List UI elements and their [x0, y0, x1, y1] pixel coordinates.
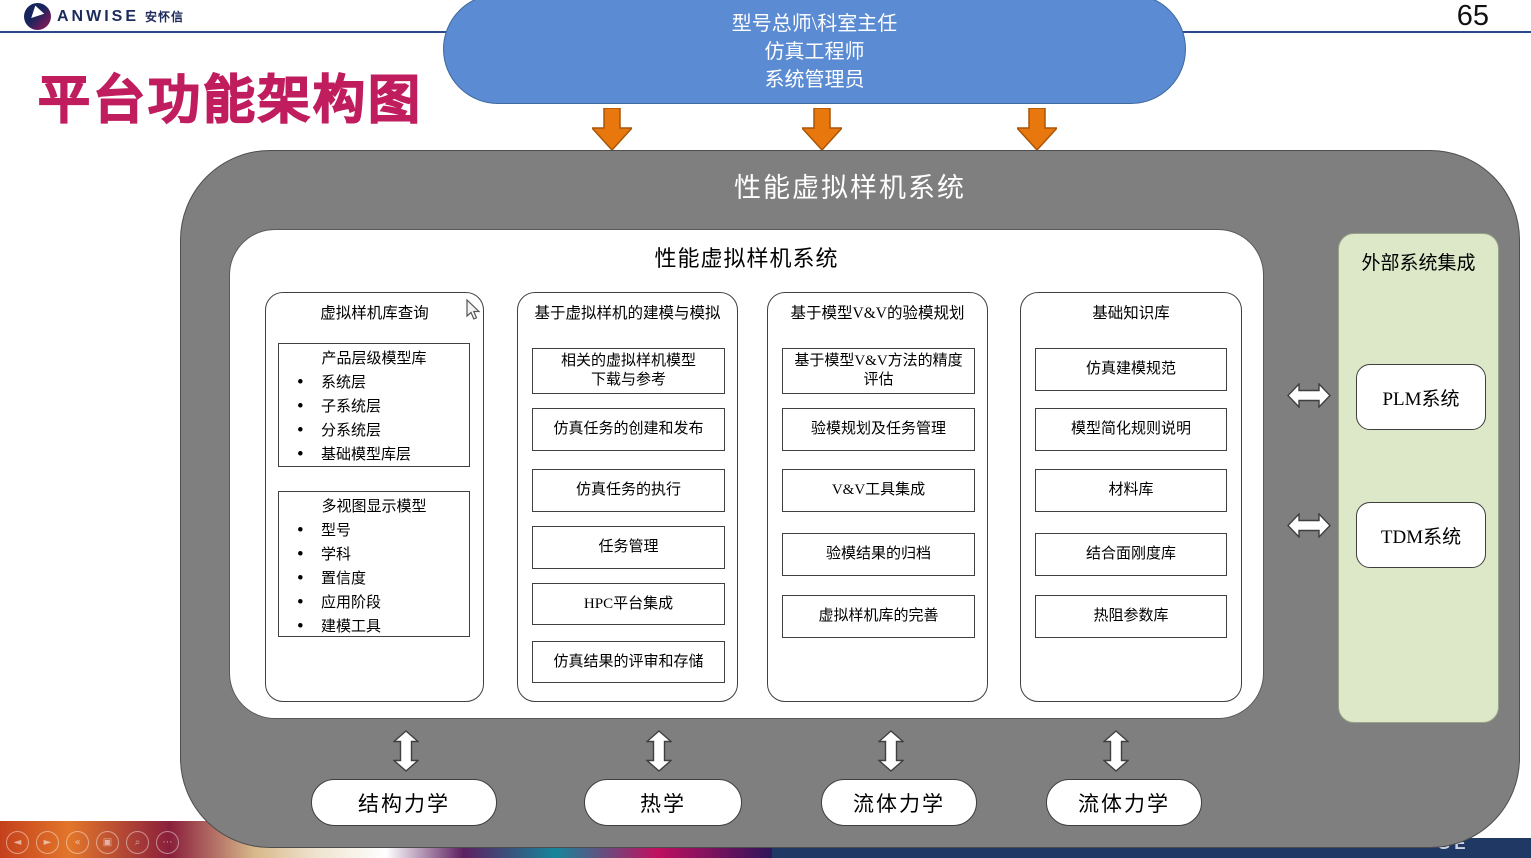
bullet-item: 基础模型库层 — [279, 443, 469, 467]
horizontal-double-arrow-icon — [1287, 513, 1331, 538]
frame-icon[interactable]: ▣ — [96, 831, 119, 854]
discipline-box: 流体力学 — [821, 779, 977, 826]
more-icon[interactable]: ⋯ — [156, 831, 179, 854]
column-title: 基于模型V&V的验模规划 — [790, 305, 965, 322]
function-box: 仿真建模规范 — [1035, 348, 1227, 391]
column-title: 虚拟样机库查询 — [320, 305, 429, 322]
function-box: 仿真任务的执行 — [532, 469, 725, 512]
system-inner-title: 性能虚拟样机系统 — [654, 246, 839, 271]
vertical-double-arrow-icon — [646, 730, 672, 772]
function-box: 结合面刚度库 — [1035, 533, 1227, 576]
group-title: 产品层级模型库 — [321, 351, 427, 367]
roles-box: 型号总师\科室主任 仿真工程师 系统管理员 — [443, 0, 1186, 104]
anwise-logo: ANWISE 安怀信 — [24, 3, 184, 30]
bullet-item: 置信度 — [279, 567, 469, 591]
bullet-item: 子系统层 — [279, 395, 469, 419]
function-box: 相关的虚拟样机模型 下载与参考 — [532, 348, 725, 394]
collapse-icon[interactable]: « — [66, 831, 89, 854]
column-title: 基于虚拟样机的建模与模拟 — [534, 305, 721, 322]
horizontal-double-arrow-icon — [1287, 383, 1331, 408]
mouse-cursor — [466, 299, 481, 320]
bullet-item: 型号 — [279, 519, 469, 543]
group-product-level-model-library: 产品层级模型库 系统层 子系统层 分系统层 基础模型库层 — [278, 343, 470, 467]
vertical-double-arrow-icon — [1103, 730, 1129, 772]
discipline-box: 流体力学 — [1046, 779, 1202, 826]
external-title: 外部系统集成 — [1361, 253, 1476, 274]
logo-brand-text: ANWISE — [57, 7, 139, 25]
function-box: 虚拟样机库的完善 — [782, 595, 975, 638]
roles-text: 型号总师\科室主任 仿真工程师 系统管理员 — [731, 13, 898, 91]
function-box: 材料库 — [1035, 469, 1227, 512]
function-box: 模型简化规则说明 — [1035, 408, 1227, 451]
bullet-item: 建模工具 — [279, 615, 469, 639]
bullet-item: 系统层 — [279, 371, 469, 395]
column-vv-validation-planning: 基于模型V&V的验模规划 基于模型V&V方法的精度 评估 验模规划及任务管理 V… — [767, 292, 988, 702]
external-systems-panel: 外部系统集成 PLM系统 TDM系统 — [1338, 233, 1499, 723]
down-arrow-icon — [1017, 108, 1057, 150]
column-knowledge-base: 基础知识库 仿真建模规范 模型简化规则说明 材料库 结合面刚度库 热阻参数库 — [1020, 292, 1242, 702]
down-arrow-icon — [802, 108, 842, 150]
function-box: 热阻参数库 — [1035, 595, 1227, 638]
logo-brand-cn: 安怀信 — [145, 10, 185, 24]
viewer-controls: ◄ ► « ▣ ⌕ ⋯ — [6, 831, 179, 854]
column-prototype-library-query: 虚拟样机库查询 产品层级模型库 系统层 子系统层 分系统层 基础模型库层 多视图… — [265, 292, 484, 702]
discipline-box: 热学 — [584, 779, 742, 826]
bullet-item: 学科 — [279, 543, 469, 567]
tdm-system-box: TDM系统 — [1356, 502, 1486, 568]
group-title: 多视图显示模型 — [321, 499, 427, 515]
prev-icon[interactable]: ◄ — [6, 831, 29, 854]
group-multi-view-display-model: 多视图显示模型 型号 学科 置信度 应用阶段 建模工具 — [278, 491, 470, 639]
plm-system-box: PLM系统 — [1356, 364, 1486, 430]
vertical-double-arrow-icon — [878, 730, 904, 772]
function-box: 仿真任务的创建和发布 — [532, 408, 725, 451]
page-title: 平台功能架构图 — [37, 71, 424, 131]
vertical-double-arrow-icon — [393, 730, 419, 772]
column-title: 基础知识库 — [1092, 305, 1170, 322]
zoom-icon[interactable]: ⌕ — [126, 831, 149, 854]
bullet-item: 应用阶段 — [279, 591, 469, 615]
discipline-box: 结构力学 — [311, 779, 497, 826]
system-outer-title: 性能虚拟样机系统 — [734, 173, 966, 203]
next-icon[interactable]: ► — [36, 831, 59, 854]
anwise-logo-icon — [24, 3, 51, 30]
down-arrow-icon — [592, 108, 632, 150]
system-container: 性能虚拟样机系统 性能虚拟样机系统 虚拟样机库查询 产品层级模型库 系统层 子系… — [180, 150, 1520, 848]
function-box: HPC平台集成 — [532, 583, 725, 625]
function-box: 验模规划及任务管理 — [782, 408, 975, 451]
bullet-item: 分系统层 — [279, 419, 469, 443]
function-box: V&V工具集成 — [782, 469, 975, 512]
function-box: 任务管理 — [532, 526, 725, 569]
function-box: 基于模型V&V方法的精度 评估 — [782, 348, 975, 394]
column-modeling-simulation: 基于虚拟样机的建模与模拟 相关的虚拟样机模型 下载与参考 仿真任务的创建和发布 … — [517, 292, 738, 702]
page-number: 65 — [1456, 0, 1489, 32]
function-box: 仿真结果的评审和存储 — [532, 641, 725, 683]
system-inner-panel: 性能虚拟样机系统 虚拟样机库查询 产品层级模型库 系统层 子系统层 分系统层 基… — [229, 229, 1264, 719]
function-box: 验模结果的归档 — [782, 533, 975, 576]
